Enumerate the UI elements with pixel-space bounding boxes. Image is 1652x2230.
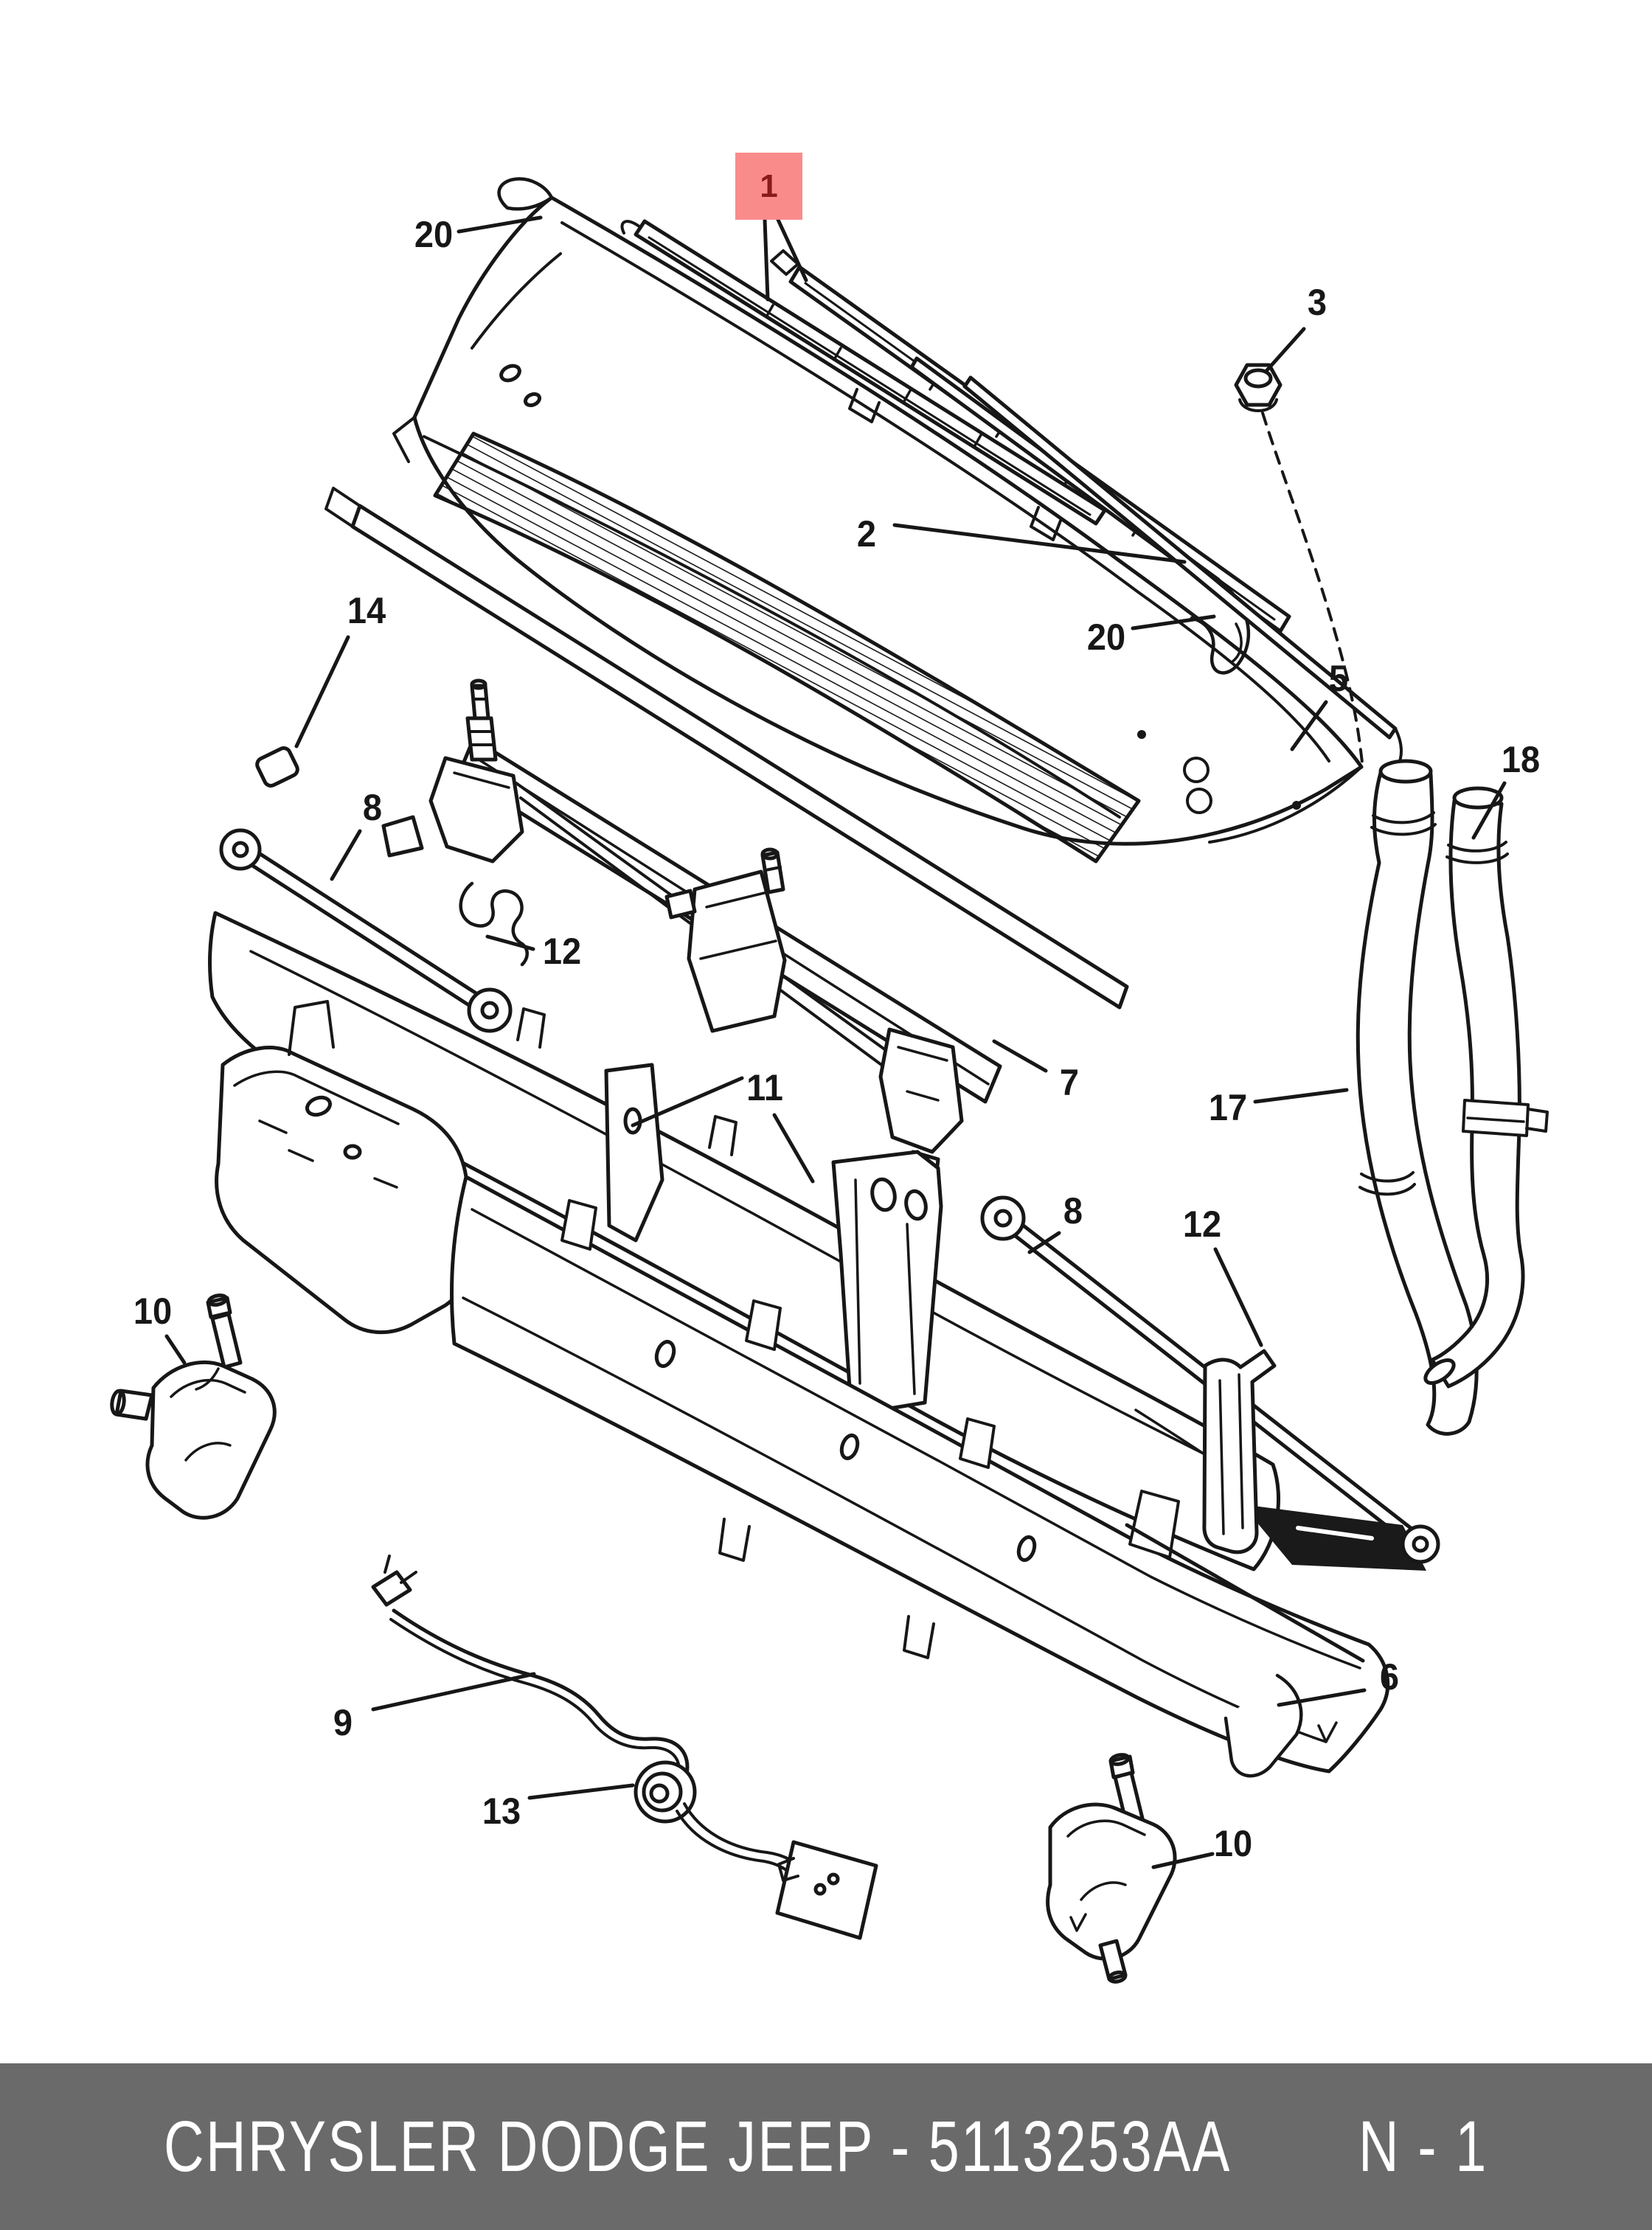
wiper-arm-cap [497, 177, 554, 211]
footer-page-ref: N - 1 [1358, 2106, 1488, 2186]
wiper-link-rod-left [219, 828, 513, 1033]
part-callout-18: 18 [1501, 739, 1541, 780]
washer-nozzle-right [1046, 1753, 1177, 1984]
mounting-clip-14 [255, 746, 299, 788]
part-callout-20: 20 [414, 214, 454, 255]
wiper-linkage-module [381, 678, 1002, 1200]
part-callout-14: 14 [347, 590, 386, 631]
part-callout-10: 10 [133, 1291, 173, 1332]
hose-clamp [1462, 1099, 1530, 1137]
weatherstrip-seal [324, 487, 1129, 1010]
part-callout-2: 2 [856, 513, 877, 555]
part-callout-9: 9 [333, 1702, 353, 1743]
part-callout-11: 11 [746, 1067, 783, 1108]
part-callout-8: 8 [362, 787, 383, 828]
part-callout-5: 5 [1328, 658, 1349, 699]
footer-catalog-title: CHRYSLER DODGE JEEP - 5113253AA [164, 2106, 1232, 2186]
footer-bar: CHRYSLER DODGE JEEP - 5113253AA N - 1 [0, 2063, 1652, 2230]
part-callout-13: 13 [482, 1790, 521, 1832]
part-callout-10: 10 [1213, 1823, 1253, 1864]
cowl-top-panel [392, 195, 1364, 864]
part-callout-3: 3 [1307, 282, 1328, 323]
highlighted-part-number: 1 [760, 167, 778, 204]
washer-harness [371, 1555, 878, 1940]
part-callout-20: 20 [1086, 616, 1126, 658]
washer-nozzle-left [110, 1293, 277, 1520]
part-callout-17: 17 [1208, 1087, 1248, 1128]
hose-clip-left [459, 881, 529, 967]
part-callout-12: 12 [542, 931, 582, 972]
washer-hose-17 [1356, 759, 1479, 1436]
part-callout-6: 6 [1379, 1656, 1400, 1698]
part-callout-12: 12 [1182, 1203, 1222, 1245]
highlighted-callout-1[interactable]: 1 [735, 153, 802, 220]
part-callout-7: 7 [1059, 1062, 1080, 1103]
cowl-grille-hatch [433, 431, 1141, 864]
part-callout-8: 8 [1063, 1190, 1083, 1232]
